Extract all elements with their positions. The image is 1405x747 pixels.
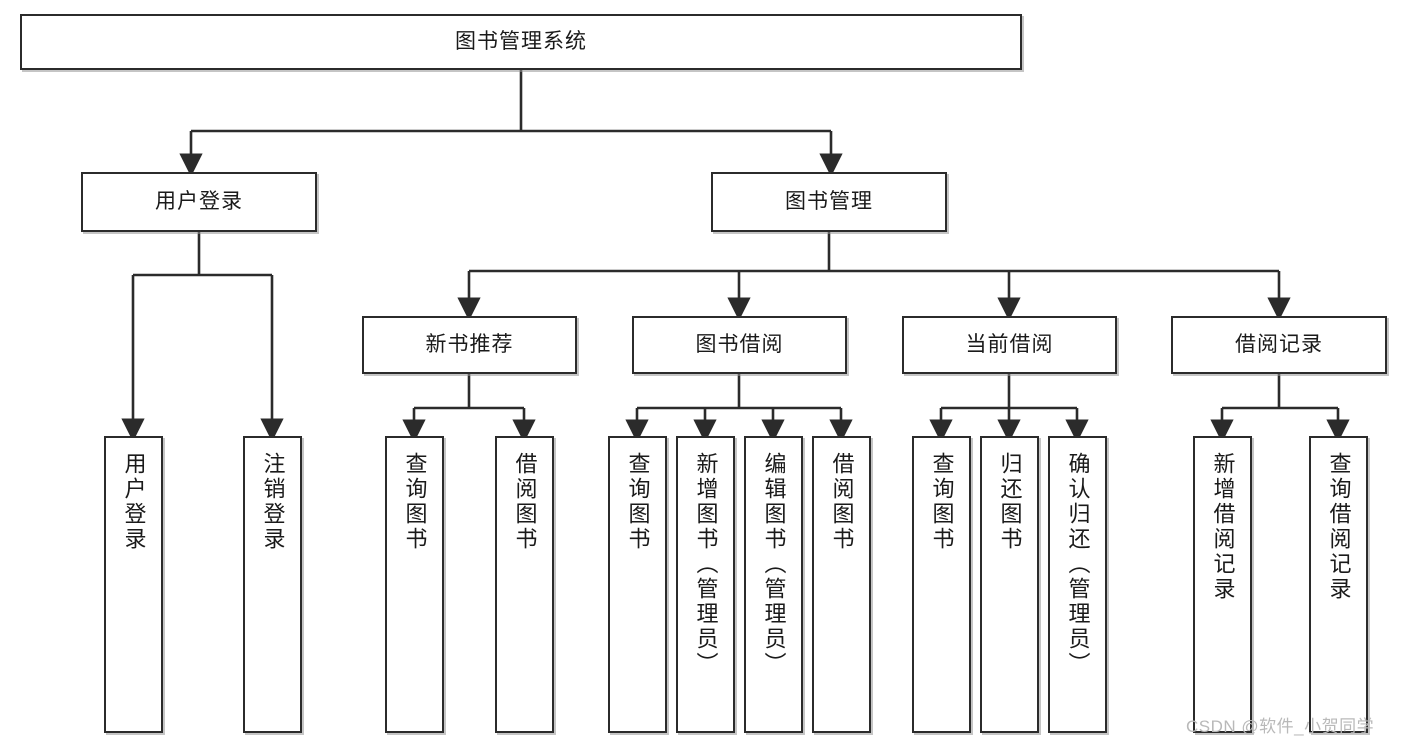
watermark: CSDN @软件_小贺同学	[1186, 717, 1375, 736]
leaf-add-record[interactable]: 新增借阅记录	[1193, 436, 1252, 733]
node-new-book-recommend-label: 新书推荐	[425, 332, 514, 356]
leaf-add-book-label: 新增图书（管理员）	[693, 452, 719, 677]
leaf-borrow-book-1[interactable]: 借阅图书	[495, 436, 554, 733]
leaf-borrow-book-2-label: 借阅图书	[829, 452, 855, 552]
leaf-query-book-3-label: 查询图书	[929, 452, 955, 552]
node-book-manage[interactable]: 图书管理	[711, 172, 947, 232]
leaf-query-book-2[interactable]: 查询图书	[608, 436, 667, 733]
leaf-borrow-book-1-label: 借阅图书	[512, 452, 538, 552]
leaf-edit-book-label: 编辑图书（管理员）	[761, 452, 787, 677]
leaf-confirm-return[interactable]: 确认归还（管理员）	[1048, 436, 1107, 733]
leaf-add-book[interactable]: 新增图书（管理员）	[676, 436, 735, 733]
node-book-borrow[interactable]: 图书借阅	[632, 316, 847, 374]
leaf-query-book-1[interactable]: 查询图书	[385, 436, 444, 733]
leaf-confirm-return-label: 确认归还（管理员）	[1065, 452, 1091, 677]
node-user-login-label: 用户登录	[155, 189, 243, 213]
leaf-query-book-3[interactable]: 查询图书	[912, 436, 971, 733]
leaf-return-book-label: 归还图书	[997, 452, 1023, 552]
node-current-borrow-label: 当前借阅	[965, 332, 1054, 356]
node-root[interactable]: 图书管理系统	[20, 14, 1022, 70]
leaf-logout-login[interactable]: 注销登录	[243, 436, 302, 733]
node-book-manage-label: 图书管理	[785, 189, 873, 213]
leaf-query-record-label: 查询借阅记录	[1326, 452, 1352, 602]
node-borrow-record[interactable]: 借阅记录	[1171, 316, 1387, 374]
leaf-borrow-book-2[interactable]: 借阅图书	[812, 436, 871, 733]
leaf-add-record-label: 新增借阅记录	[1210, 452, 1236, 602]
node-root-label: 图书管理系统	[455, 29, 587, 53]
leaf-return-book[interactable]: 归还图书	[980, 436, 1039, 733]
node-borrow-record-label: 借阅记录	[1235, 332, 1323, 356]
leaf-logout-login-label: 注销登录	[260, 452, 286, 552]
leaf-edit-book[interactable]: 编辑图书（管理员）	[744, 436, 803, 733]
leaf-query-record[interactable]: 查询借阅记录	[1309, 436, 1368, 733]
leaf-user-login[interactable]: 用户登录	[104, 436, 163, 733]
node-new-book-recommend[interactable]: 新书推荐	[362, 316, 577, 374]
leaf-query-book-2-label: 查询图书	[625, 452, 651, 552]
node-current-borrow[interactable]: 当前借阅	[902, 316, 1117, 374]
leaf-user-login-label: 用户登录	[121, 452, 147, 552]
node-user-login[interactable]: 用户登录	[81, 172, 317, 232]
leaf-query-book-1-label: 查询图书	[402, 452, 428, 552]
node-book-borrow-label: 图书借阅	[695, 332, 784, 356]
